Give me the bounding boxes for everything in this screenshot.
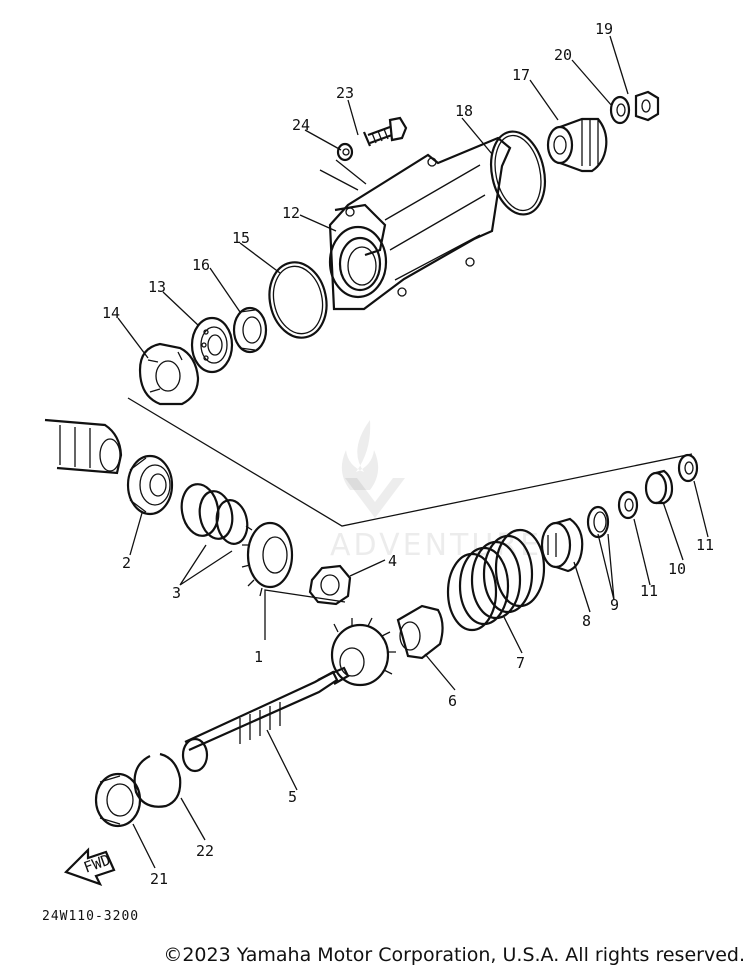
callouts: 19 20 17 18 23 24 12 15 16 13 14 2 3 4 1… xyxy=(102,20,714,888)
callout-4: 4 xyxy=(388,552,397,570)
part-13-bearing xyxy=(190,316,234,374)
callout-24: 24 xyxy=(292,116,310,134)
reference-code: 24W110-3200 xyxy=(42,909,139,924)
part-24-washer xyxy=(336,142,354,162)
callout-6: 6 xyxy=(448,692,457,710)
part-18-o-ring xyxy=(490,130,546,216)
part-11-washer-lower xyxy=(617,490,639,520)
part-15-o-ring-inner xyxy=(272,265,324,335)
part-1-gear-lower xyxy=(330,617,396,687)
part-17-gear xyxy=(546,117,608,173)
callout-12: 12 xyxy=(282,204,300,222)
watermark-text: ADVENTURE xyxy=(330,528,542,563)
callout-21: 21 xyxy=(150,870,168,888)
callout-2: 2 xyxy=(122,554,131,572)
part-18-o-ring-inner xyxy=(494,134,542,212)
callout-11-lower: 11 xyxy=(640,582,658,600)
part-12-housing xyxy=(328,136,512,311)
callout-15: 15 xyxy=(232,229,250,247)
callout-17: 17 xyxy=(512,66,530,84)
copyright-notice: ©2023 Yamaha Motor Corporation, U.S.A. A… xyxy=(163,944,745,966)
leader-lines xyxy=(117,35,709,869)
part-9-clip xyxy=(586,505,610,539)
callout-5: 5 xyxy=(288,788,297,806)
fwd-arrow: FWD xyxy=(63,847,116,886)
part-24-washer-hole xyxy=(342,148,350,156)
callout-10: 10 xyxy=(668,560,686,578)
part-4-nut xyxy=(308,564,352,606)
part-6-clutch xyxy=(396,604,444,660)
part-23-bolt xyxy=(362,116,408,147)
part-11-washer-upper-hole xyxy=(684,461,694,475)
part-14-retainer xyxy=(138,342,200,406)
callout-16: 16 xyxy=(192,256,210,274)
callout-14: 14 xyxy=(102,304,120,322)
part-20-washer-hole xyxy=(616,103,626,117)
callout-7: 7 xyxy=(516,654,525,672)
shaft-stub xyxy=(44,418,123,475)
callout-3: 3 xyxy=(172,584,181,602)
part-16-oil-seal xyxy=(232,306,268,354)
part-10-bushing xyxy=(644,469,674,505)
callout-18: 18 xyxy=(455,102,473,120)
part-11-washer-lower-hole xyxy=(624,498,634,512)
part-3-shims xyxy=(180,483,249,545)
part-2-bearing xyxy=(126,454,174,516)
part-5-drive-shaft xyxy=(181,666,350,773)
part-21-oil-seal xyxy=(94,772,142,828)
callout-8: 8 xyxy=(582,612,591,630)
callout-9: 9 xyxy=(610,596,619,614)
part-15-o-ring xyxy=(268,261,328,339)
part-20-washer xyxy=(609,95,631,125)
callout-20: 20 xyxy=(554,46,572,64)
part-1-gear-upper xyxy=(241,521,294,597)
callout-13: 13 xyxy=(148,278,166,296)
callout-1: 1 xyxy=(254,648,263,666)
callout-19: 19 xyxy=(595,20,613,38)
part-19-nut xyxy=(634,90,660,122)
callout-23: 23 xyxy=(336,84,354,102)
part-7-spring xyxy=(446,528,546,632)
part-22-circlip xyxy=(133,752,182,808)
watermark: ADVENTURE xyxy=(330,420,542,563)
part-11-washer-upper xyxy=(677,453,699,483)
part-8-collar xyxy=(540,517,584,573)
callout-22: 22 xyxy=(196,842,214,860)
callout-11-upper: 11 xyxy=(696,536,714,554)
